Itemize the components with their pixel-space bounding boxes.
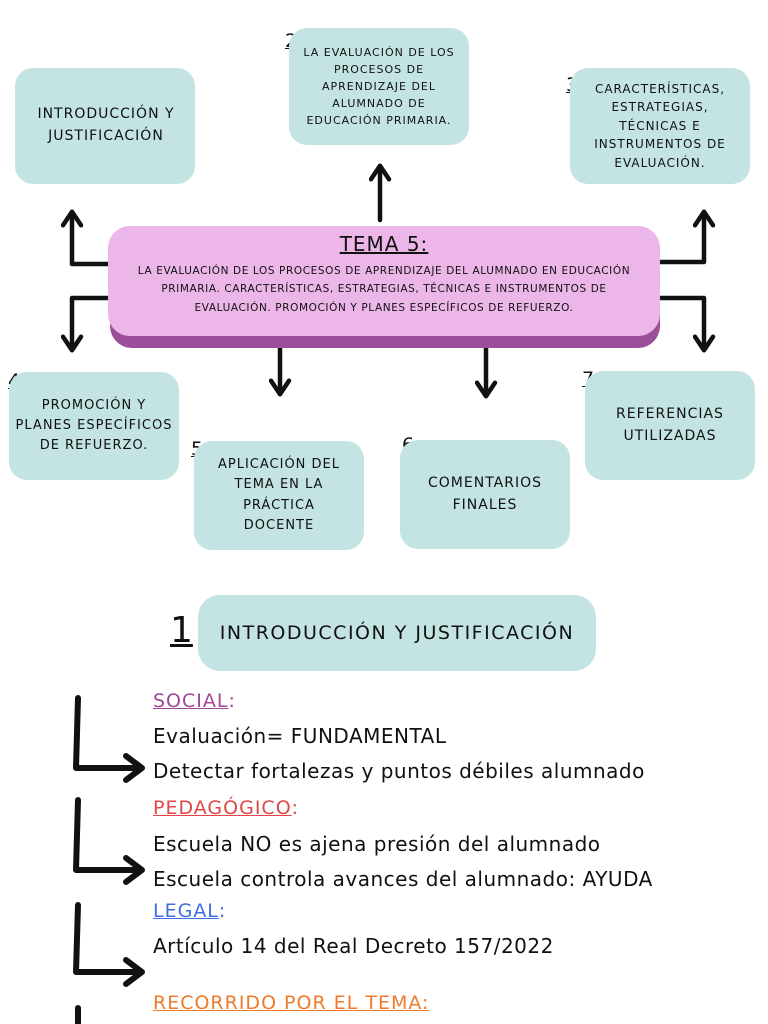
central-node-title: TEMA 5: [339,232,429,256]
social-line-1: Evaluación= FUNDAMENTAL [153,724,447,748]
l-arrow-social-head [123,753,145,783]
node-1-label: INTRODUCCIÓN Y JUSTIFICACIÓN [37,106,175,144]
section-number: 1 [170,610,193,651]
category-recorrido: RECORRIDO POR EL TEMA: [153,992,429,1014]
l-arrow-social [73,695,137,771]
node-5-label: APLICACIÓN DEL TEMA EN LA PRÁCTICA DOCEN… [217,457,341,533]
node-6: COMENTARIOS FINALES [400,440,570,549]
category-legal-label: LEGAL [153,900,219,922]
node-2: LA EVALUACIÓN DE LOS PROCESOS DE APRENDI… [289,28,469,145]
node-4-label: PROMOCIÓN Y PLANES ESPECÍFICOS DE REFUER… [15,397,173,454]
category-recorrido-label: RECORRIDO POR EL TEMA: [153,992,430,1014]
central-node-description: LA EVALUACIÓN DE LOS PROCESOS DE APRENDI… [137,265,631,314]
legal-line-1: Artículo 14 del Real Decreto 157/2022 [153,934,554,958]
section-title: INTRODUCCIÓN Y JUSTIFICACIÓN [219,622,575,644]
node-6-label: COMENTARIOS FINALES [428,474,542,513]
category-pedagogico: PEDAGÓGICO: [153,797,299,819]
node-2-label: LA EVALUACIÓN DE LOS PROCESOS DE APRENDI… [303,45,455,128]
l-arrow-legal-head [123,957,145,987]
central-node: TEMA 5: LA EVALUACIÓN DE LOS PROCESOS DE… [108,226,660,336]
arrow-to-node-7 [645,295,716,353]
category-social-colon: : [228,690,236,712]
category-social-label: SOCIAL [153,690,229,712]
section-title-box: INTRODUCCIÓN Y JUSTIFICACIÓN [198,595,596,671]
category-legal-colon: : [218,900,227,922]
l-arrow-pedagogico-head [123,855,145,885]
node-1: INTRODUCCIÓN Y JUSTIFICACIÓN [15,68,195,184]
social-line-2: Detectar fortalezas y puntos débiles alu… [153,759,645,783]
pedagogico-line-1: Escuela NO es ajena presión del alumnado [153,832,601,856]
node-4: PROMOCIÓN Y PLANES ESPECÍFICOS DE REFUER… [9,372,179,480]
category-social: SOCIAL: [153,690,236,712]
category-pedagogico-label: PEDAGÓGICO [153,797,292,819]
pedagogico-line-2: Escuela controla avances del alumnado: A… [153,867,653,891]
node-7: REFERENCIAS UTILIZADAS [585,371,755,480]
node-5: APLICACIÓN DEL TEMA EN LA PRÁCTICA DOCEN… [194,441,364,550]
category-legal: LEGAL: [153,900,226,922]
l-arrow-legal [73,902,137,975]
node-7-label: REFERENCIAS UTILIZADAS [616,405,724,444]
l-arrow-pedagogico [73,797,137,873]
node-3-label: CARACTERÍSTICAS, ESTRATEGIAS, TÉCNICAS E… [594,81,726,170]
node-3: CARACTERÍSTICAS, ESTRATEGIAS, TÉCNICAS E… [570,68,750,184]
arrow-to-node-3 [645,209,716,265]
category-pedagogico-colon: : [291,797,300,819]
